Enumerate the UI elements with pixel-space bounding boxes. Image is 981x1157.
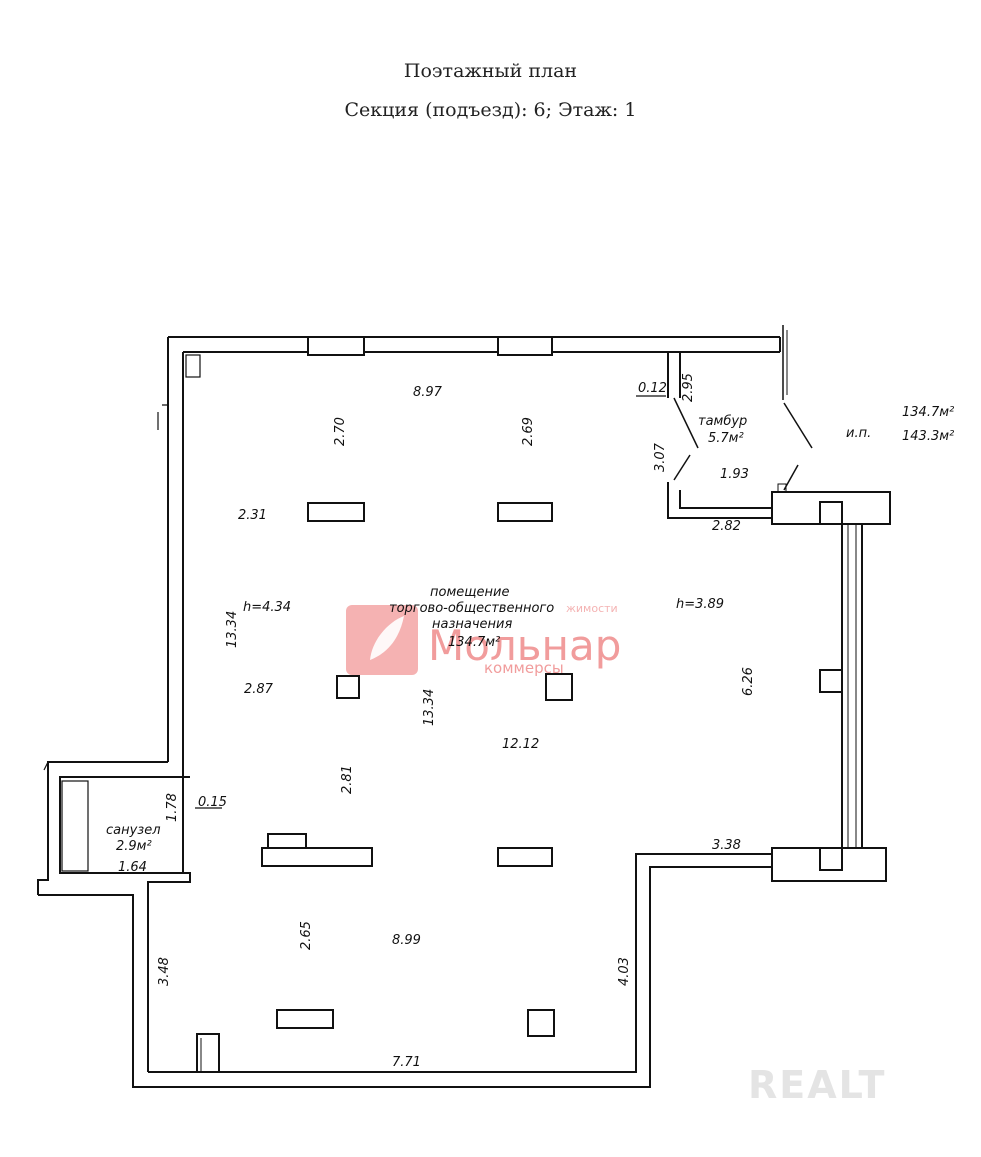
leaf-icon [370,616,404,660]
column [497,847,553,867]
watermark-logo: Мольнар коммерсы жимости [346,602,621,677]
dim-label: 1.78 [165,793,180,822]
room-labels: помещение торгово-общественного назначен… [106,405,954,854]
dim-label: 1.93 [720,467,749,482]
dim-label: 2.95 [681,373,696,402]
main-room-label-3: назначения [432,617,512,632]
window [307,336,365,356]
dim-label: 13.34 [422,689,437,726]
watermark-top: жимости [566,602,618,615]
dim-label: 1.64 [118,860,147,875]
column [497,502,553,522]
columns [196,502,573,1073]
column [545,673,573,701]
right-column [819,669,843,693]
dim-label: 2.69 [521,417,536,446]
realt-watermark: REALT [748,1063,886,1107]
total-area-1: 134.7м² [902,405,954,420]
dim-label: 2.31 [238,508,267,523]
bathroom-fixture [61,780,89,872]
dim-label: 3.07 [653,442,668,472]
dim-label: 4.03 [617,957,632,986]
dim-bottom-width: 7.71 [392,1055,421,1070]
dim-label: 0.12 [638,381,667,396]
bathroom-label: санузел [106,823,161,838]
lower-outer-wall [38,866,772,1088]
column [336,675,360,699]
dim-label: 8.99 [392,933,421,948]
total-area-2: 143.3м² [902,429,954,444]
right-upper-pier [771,491,891,525]
column [527,1009,555,1037]
dim-label: 2.87 [244,682,274,697]
dim-label: 2.65 [299,921,314,950]
vestibule-label: тамбур [698,414,747,429]
vestibule-area: 5.7м² [708,431,744,446]
section-floor-subtitle: Секция (подъезд): 6; Этаж: 1 [344,99,637,121]
door-leaf [673,397,699,449]
column [307,502,365,522]
watermark-sub: коммерсы [484,659,564,677]
right-lower-pier [771,847,887,882]
watermark-brand: Мольнар [428,621,621,670]
plan-title: Поэтажный план [403,60,578,82]
dim-label: 2.82 [712,519,741,534]
main-room-area: 134.7м² [448,635,500,650]
main-room-label-1: помещение [430,585,509,600]
height-right: h=3.89 [676,597,724,612]
bathroom-area: 2.9м² [116,839,152,854]
duct [196,1033,220,1073]
dim-top-width: 8.97 [413,385,443,400]
totals-label: и.п. [846,426,871,441]
top-windows [307,336,553,356]
dim-label: 3.48 [157,957,172,986]
dim-label: 12.12 [502,737,539,752]
dim-label: 0.15 [198,795,227,810]
bathroom-outer-wall [37,761,168,895]
bathroom-inner-wall [59,776,191,1072]
dim-label: 13.34 [225,611,240,648]
window [497,336,553,356]
walls [37,325,891,1088]
dim-label: 2.81 [340,765,355,794]
column [276,1009,334,1029]
dim-label: 2.70 [333,417,348,446]
dimensions: 8.97 2.70 2.69 0.12 2.95 3.07 1.93 2.82 … [118,373,756,1070]
column [261,847,373,867]
height-left: h=4.34 [243,600,291,615]
main-room-label-2: торгово-общественного [389,601,554,616]
lower-inner-wall [148,853,772,1073]
dim-label: 6.26 [741,667,756,696]
dim-label: 3.38 [712,838,741,853]
